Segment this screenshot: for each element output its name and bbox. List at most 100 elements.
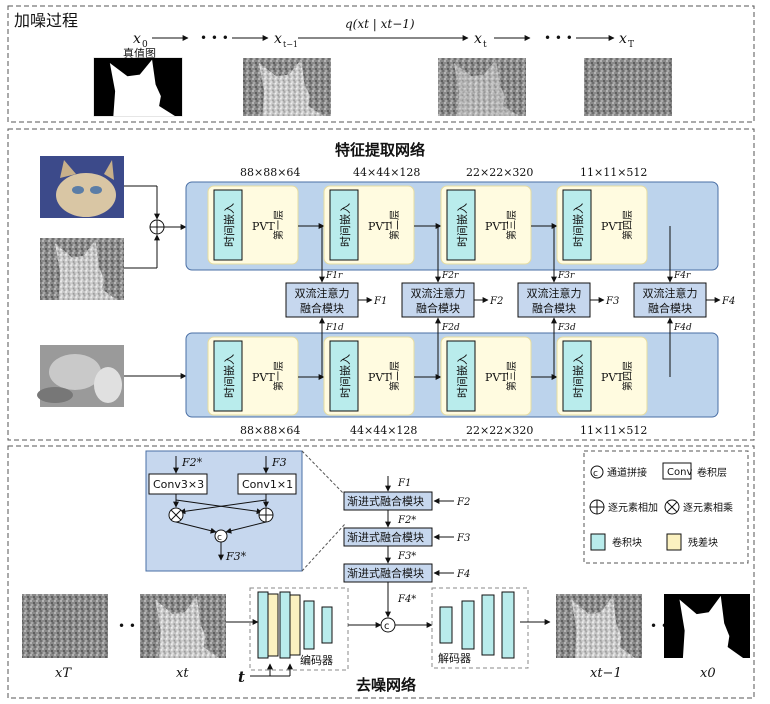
dim-top-1: 88×88×64 bbox=[240, 166, 300, 179]
bottom-x0-image bbox=[664, 594, 750, 658]
encoder-block-2 bbox=[267, 593, 279, 657]
legend-concat-icon: c bbox=[590, 465, 604, 479]
pvt-layer-label: 第一层 bbox=[272, 210, 285, 240]
pvt-layer-label: 第三层 bbox=[505, 210, 518, 240]
pvt-label: PVT bbox=[485, 220, 508, 233]
encoder-block-5 bbox=[303, 600, 315, 650]
fusion-label-line2: 融合模块 bbox=[532, 301, 576, 315]
svg-text:c: c bbox=[384, 621, 390, 632]
time-embed-box bbox=[213, 340, 243, 412]
pvt-layer-label: 第二层 bbox=[388, 361, 401, 391]
section-denoising: 去噪网络 F2* F3 Conv3×3 Conv1×1 c bbox=[7, 445, 755, 699]
detail-f2star-label: F2* bbox=[181, 456, 203, 469]
state-xT-sub: T bbox=[628, 40, 634, 50]
pvt-label: PVT bbox=[485, 371, 508, 384]
time-embed-label: 时间嵌入 bbox=[456, 203, 469, 247]
pvt-layer-label: 第四层 bbox=[621, 361, 634, 391]
pure-noise-image bbox=[584, 58, 672, 116]
conv3x3-box bbox=[148, 473, 208, 495]
section3-title: 去噪网络 bbox=[356, 676, 416, 694]
rgb-cat-image bbox=[40, 156, 124, 218]
section-noising: 加噪过程 x 0 真值图 • • • x t−1 q(xt | xt−1) x … bbox=[7, 5, 755, 123]
time-embed-label: 时间嵌入 bbox=[339, 203, 352, 247]
pvt-label: PVT bbox=[368, 371, 391, 384]
bottom-concat-icon: c bbox=[380, 617, 396, 633]
time-embed-label: 时间嵌入 bbox=[572, 354, 585, 398]
progressive-fusion-2-label: 渐进式融合模块 bbox=[347, 530, 424, 544]
bottom-x0-label: x0 bbox=[700, 666, 716, 681]
pvt-layer-label: 第三层 bbox=[505, 361, 518, 391]
pvt-layer-label: 第一层 bbox=[272, 361, 285, 391]
gt-mask-image bbox=[93, 57, 183, 117]
decoder-block-3 bbox=[481, 594, 495, 656]
noisy-image-t-1 bbox=[243, 58, 331, 116]
time-embed-label: 时间嵌入 bbox=[223, 354, 236, 398]
noisy-image-t bbox=[438, 58, 526, 116]
prog-f3star-label: F3* bbox=[397, 551, 416, 562]
pvt-label: PVT bbox=[252, 371, 275, 384]
noisy-mask-input bbox=[40, 238, 124, 300]
bottom-dots-1: • • • bbox=[118, 619, 147, 633]
detail-mul-icon bbox=[168, 507, 184, 523]
prog-f2star-label: F2* bbox=[397, 515, 416, 526]
fusion-fd-label: F2d bbox=[441, 323, 460, 333]
decoder-block-4 bbox=[501, 591, 515, 659]
legend-convblock-label: 卷积块 bbox=[612, 536, 642, 549]
state-xt: x bbox=[474, 31, 482, 47]
progressive-fusion-1-label: 渐进式融合模块 bbox=[347, 494, 424, 508]
decoder-block-2 bbox=[461, 600, 475, 650]
pvt-label: PVT bbox=[601, 220, 624, 233]
pvt-layer-label: 第四层 bbox=[621, 210, 634, 240]
legend-convblock-swatch bbox=[590, 533, 606, 551]
state-x0: x bbox=[133, 31, 141, 47]
time-embed-box bbox=[213, 189, 243, 261]
fusion-label-line1: 双流注意力 bbox=[295, 286, 350, 300]
fusion-out-label: F1 bbox=[373, 296, 387, 307]
time-embed-box bbox=[329, 340, 359, 412]
prog-f4star-label: F4* bbox=[397, 594, 416, 605]
elementwise-add-icon bbox=[149, 219, 165, 235]
depth-image bbox=[37, 345, 124, 407]
fusion-label-line1: 双流注意力 bbox=[643, 286, 698, 300]
section-feature-extraction: 特征提取网络 bbox=[7, 128, 755, 441]
prog-f4-label: F4 bbox=[456, 569, 470, 580]
dim-bottom-4: 11×11×512 bbox=[580, 424, 647, 437]
dim-bottom-2: 44×44×128 bbox=[350, 424, 417, 437]
dim-top-2: 44×44×128 bbox=[353, 166, 420, 179]
fusion-label-line2: 融合模块 bbox=[416, 301, 460, 315]
dim-top-3: 22×22×320 bbox=[466, 166, 533, 179]
encoder-block-4 bbox=[289, 594, 301, 656]
legend-resblock-label: 残差块 bbox=[688, 536, 718, 549]
t-label: t bbox=[238, 668, 245, 686]
encoder-block-3 bbox=[279, 591, 291, 659]
time-embed-box bbox=[329, 189, 359, 261]
decoder-box bbox=[431, 587, 529, 669]
section2-title: 特征提取网络 bbox=[335, 141, 425, 159]
fusion-fd-label: F4d bbox=[673, 323, 692, 333]
progressive-fusion-3-label: 渐进式融合模块 bbox=[347, 566, 424, 580]
time-embed-box bbox=[562, 340, 592, 412]
svg-text:c: c bbox=[593, 469, 598, 479]
fusion-label-line2: 融合模块 bbox=[648, 301, 692, 315]
encoder-block-6 bbox=[321, 606, 333, 644]
dim-bottom-1: 88×88×64 bbox=[240, 424, 300, 437]
state-xT: x bbox=[619, 31, 627, 47]
transition-label: q(xt | xt−1) bbox=[345, 17, 415, 31]
legend-mul-icon bbox=[664, 499, 680, 515]
bottom-xt-1-label: xt−1 bbox=[590, 666, 622, 681]
encoder-label: 编码器 bbox=[300, 653, 333, 667]
detail-f3star-label: F3* bbox=[225, 550, 247, 563]
conv1x1-box bbox=[237, 473, 297, 495]
section1-title: 加噪过程 bbox=[14, 11, 78, 30]
time-embed-label: 时间嵌入 bbox=[339, 354, 352, 398]
encoder-block-1 bbox=[257, 591, 269, 659]
decoder-block-1 bbox=[439, 606, 453, 644]
legend-resblock-swatch bbox=[666, 533, 682, 551]
